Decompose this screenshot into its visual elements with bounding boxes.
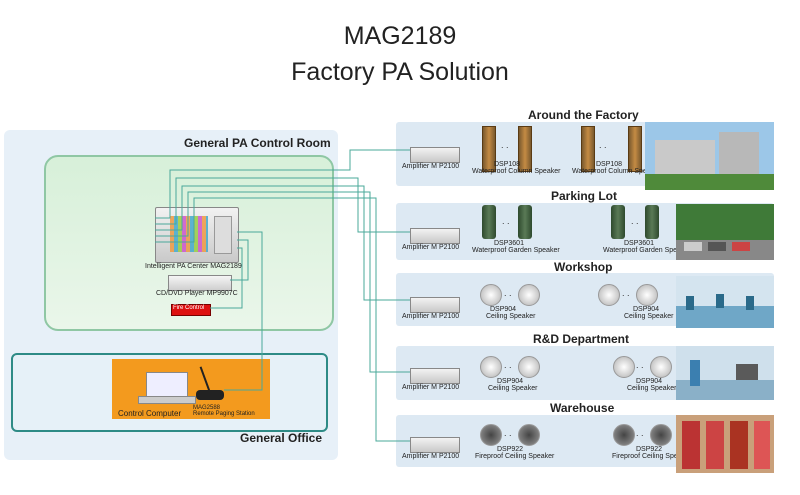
speaker-model-label: DSP108 [596, 161, 623, 168]
fire-control-device[interactable] [171, 304, 211, 316]
speaker-model-label: DSP904 [490, 306, 517, 313]
device-panel-icon [214, 216, 232, 254]
amp-label: Amplifier M P2100 [402, 163, 460, 170]
speaker-type-label: Ceiling Speaker [486, 313, 536, 320]
page-subtitle: Factory PA Solution [291, 58, 509, 86]
speaker-model-label: DSP3601 [624, 240, 654, 247]
fireproof-ceiling-speaker-icon[interactable] [480, 424, 502, 446]
mag2189-device[interactable] [155, 207, 239, 263]
ellipsis: . . [631, 216, 639, 226]
warehouse-photo [676, 415, 774, 473]
speaker-type-label: Ceiling Speaker [624, 313, 674, 320]
speaker-model-label: DSP904 [633, 306, 660, 313]
ellipsis: . . [502, 216, 510, 226]
amplifier-icon[interactable] [410, 228, 460, 244]
zone-title: Parking Lot [551, 189, 618, 203]
computer-label: Control Computer [118, 409, 182, 418]
speaker-model-label: DSP904 [636, 378, 663, 385]
speaker-type-label: Ceiling Speaker [488, 385, 538, 392]
rd-photo [676, 346, 774, 400]
fireproof-ceiling-speaker-icon[interactable] [518, 424, 540, 446]
paging-label-2: Remote Paging Station [193, 411, 255, 417]
ellipsis: . . [501, 140, 509, 150]
fire-control-label: Fire Control [173, 305, 205, 311]
amplifier-icon[interactable] [410, 147, 460, 163]
parking-photo [676, 204, 774, 260]
column-speaker-icon[interactable] [518, 126, 532, 172]
laptop-base-icon [138, 396, 196, 404]
ceiling-speaker-icon[interactable] [636, 284, 658, 306]
control-room-title: General PA Control Room [184, 136, 331, 150]
speaker-model-label: DSP3601 [494, 240, 524, 247]
ellipsis: . . [504, 360, 512, 370]
amp-label: Amplifier M P2100 [402, 313, 460, 320]
ceiling-speaker-icon[interactable] [518, 284, 540, 306]
zone-title: Around the Factory [528, 108, 639, 122]
ceiling-speaker-icon[interactable] [480, 356, 502, 378]
cd-player-device[interactable] [168, 275, 232, 291]
fireproof-ceiling-speaker-icon[interactable] [650, 424, 672, 446]
paging-label-1: MAG2588 [193, 405, 221, 411]
ceiling-speaker-icon[interactable] [613, 356, 635, 378]
column-speaker-icon[interactable] [482, 126, 496, 172]
ellipsis: . . [504, 288, 512, 298]
ceiling-speaker-icon[interactable] [650, 356, 672, 378]
zone-title: R&D Department [533, 332, 630, 346]
factory-photo [645, 122, 774, 190]
column-speaker-icon[interactable] [628, 126, 642, 172]
speaker-type-label: Waterproof Garden Speaker [603, 247, 691, 254]
speaker-type-label: Waterproof Garden Speaker [472, 247, 560, 254]
zone-title: Workshop [554, 260, 613, 274]
mag-label: Intelligent PA Center MAG2189 [145, 263, 242, 270]
speaker-type-label: Fireproof Ceiling Speaker [612, 453, 692, 460]
speaker-type-label: Waterproof Column Speaker [572, 168, 661, 175]
ellipsis: . . [622, 288, 630, 298]
ellipsis: . . [504, 428, 512, 438]
amplifier-icon[interactable] [410, 437, 460, 453]
garden-speaker-icon[interactable] [518, 205, 532, 239]
column-speaker-icon[interactable] [581, 126, 595, 172]
zone-title: Warehouse [550, 401, 615, 415]
amplifier-icon[interactable] [410, 368, 460, 384]
amplifier-icon[interactable] [410, 297, 460, 313]
ellipsis: . . [599, 140, 607, 150]
speaker-type-label: Waterproof Column Speaker [472, 168, 561, 175]
speaker-model-label: DSP108 [494, 161, 521, 168]
ceiling-speaker-icon[interactable] [518, 356, 540, 378]
ellipsis: . . [636, 428, 644, 438]
paging-station-icon[interactable] [196, 390, 224, 400]
amp-label: Amplifier M P2100 [402, 453, 460, 460]
workshop-photo [676, 276, 774, 328]
garden-speaker-icon[interactable] [611, 205, 625, 239]
speaker-type-label: Fireproof Ceiling Speaker [475, 453, 555, 460]
speaker-type-label: Ceiling Speaker [627, 385, 677, 392]
ceiling-speaker-icon[interactable] [480, 284, 502, 306]
office-equipment-panel [112, 359, 270, 419]
speaker-model-label: DSP922 [497, 446, 524, 453]
amp-label: Amplifier M P2100 [402, 244, 460, 251]
page-title: MAG2189 [343, 22, 457, 50]
cd-label: CD/DVD Player MP9907C [156, 290, 238, 297]
office-title: General Office [240, 431, 323, 445]
garden-speaker-icon[interactable] [645, 205, 659, 239]
garden-speaker-icon[interactable] [482, 205, 496, 239]
fireproof-ceiling-speaker-icon[interactable] [613, 424, 635, 446]
speaker-model-label: DSP922 [636, 446, 663, 453]
ellipsis: . . [636, 360, 644, 370]
amp-label: Amplifier M P2100 [402, 384, 460, 391]
speaker-model-label: DSP904 [497, 378, 524, 385]
ceiling-speaker-icon[interactable] [598, 284, 620, 306]
